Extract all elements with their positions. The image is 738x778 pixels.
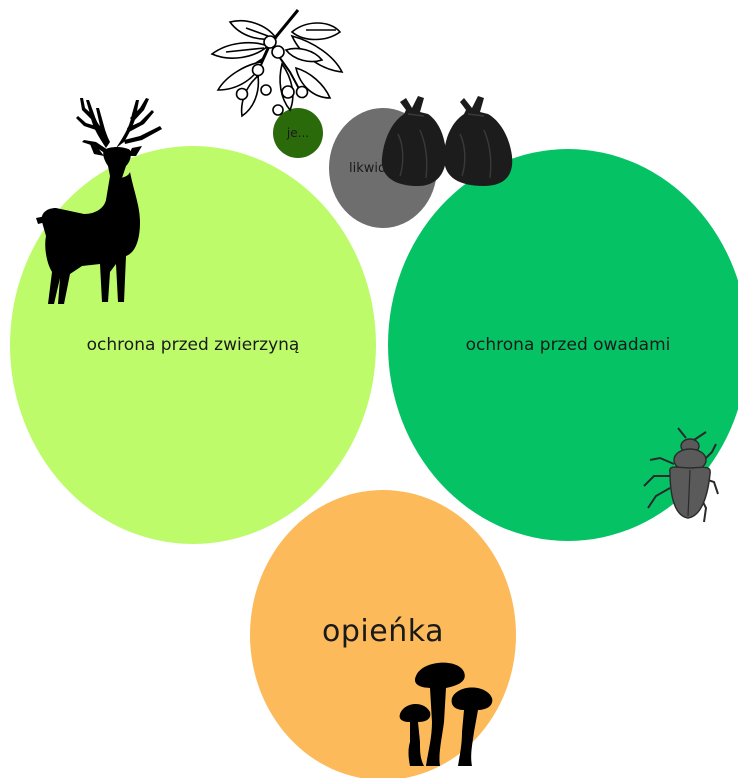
bubble-label: ochrona przed zwierzyną	[86, 335, 300, 355]
bubble-label: ochrona przed owadami	[465, 335, 671, 355]
deer-icon	[36, 98, 162, 304]
bubble-label: opieńka	[322, 613, 444, 649]
mushroom-icon	[399, 662, 493, 766]
bubble-label: likwid	[349, 160, 387, 176]
bubble-label: je...	[286, 126, 310, 140]
bubble-jemiola[interactable]: je...	[273, 108, 323, 158]
beetle-icon	[643, 427, 719, 523]
garbage-bags-icon	[381, 96, 513, 186]
mistletoe-icon	[210, 9, 344, 118]
